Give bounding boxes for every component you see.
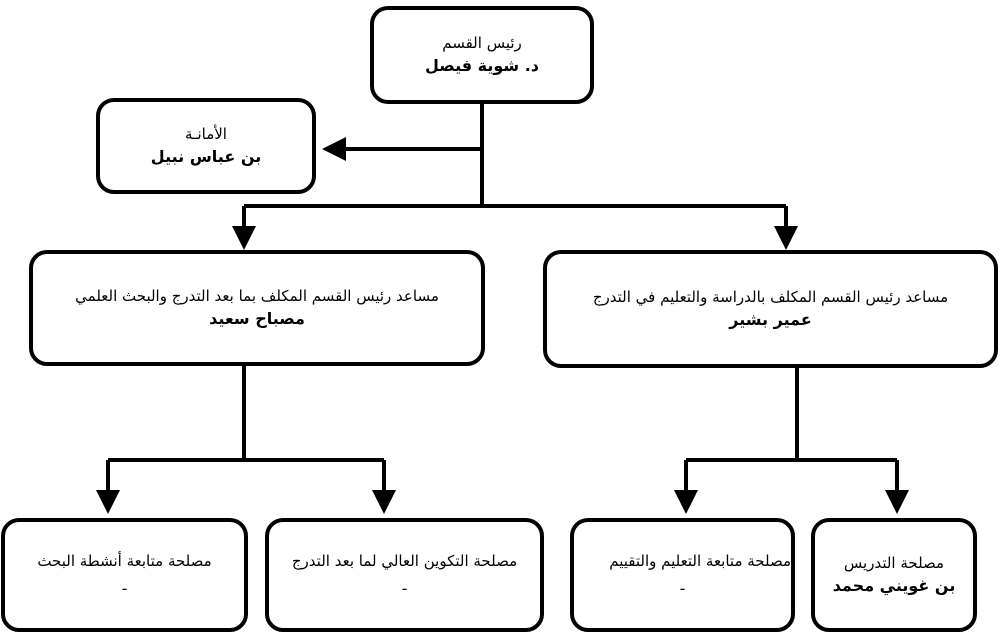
assistant-graduate-box: مساعد رئيس القسم المكلف بالدراسة والتعلي… bbox=[543, 250, 998, 368]
teaching-service-name: بن غويني محمد bbox=[832, 576, 956, 595]
secretariat-name: بن عباس نبيل bbox=[150, 147, 262, 166]
research-followup-service-role: مصلحة متابعة أنشطة البحث bbox=[37, 552, 212, 570]
research-followup-service-box: مصلحة متابعة أنشطة البحث - bbox=[1, 518, 248, 632]
secretariat-box: الأمانـة بن عباس نبيل bbox=[96, 98, 316, 194]
higher-training-service-box: مصلحة التكوين العالي لما بعد التدرج - bbox=[265, 518, 544, 632]
teaching-followup-service-box: مصلحة متابعة التعليم والتقييم - bbox=[570, 518, 795, 632]
department-head-box: رئيس القسم د. شوية فيصل bbox=[370, 6, 594, 104]
higher-training-service-role: مصلحة التكوين العالي لما بعد التدرج bbox=[291, 552, 518, 570]
secretariat-role: الأمانـة bbox=[185, 125, 227, 143]
teaching-service-role: مصلحة التدريس bbox=[843, 554, 945, 572]
higher-training-service-name: - bbox=[401, 579, 408, 598]
department-head-name: د. شوية فيصل bbox=[425, 56, 539, 75]
assistant-postgraduate-name: مصباح سعيد bbox=[209, 309, 305, 328]
assistant-graduate-name: عمير بشير bbox=[729, 310, 812, 329]
assistant-postgraduate-box: مساعد رئيس القسم المكلف بما بعد التدرج و… bbox=[29, 250, 485, 366]
assistant-postgraduate-role: مساعد رئيس القسم المكلف بما بعد التدرج و… bbox=[75, 287, 439, 305]
department-head-role: رئيس القسم bbox=[442, 34, 522, 52]
teaching-service-box: مصلحة التدريس بن غويني محمد bbox=[811, 518, 977, 632]
teaching-followup-service-role: مصلحة متابعة التعليم والتقييم bbox=[609, 552, 791, 570]
research-followup-service-name: - bbox=[121, 579, 128, 598]
assistant-graduate-role: مساعد رئيس القسم المكلف بالدراسة والتعلي… bbox=[592, 288, 949, 306]
teaching-followup-service-name: - bbox=[679, 579, 686, 598]
